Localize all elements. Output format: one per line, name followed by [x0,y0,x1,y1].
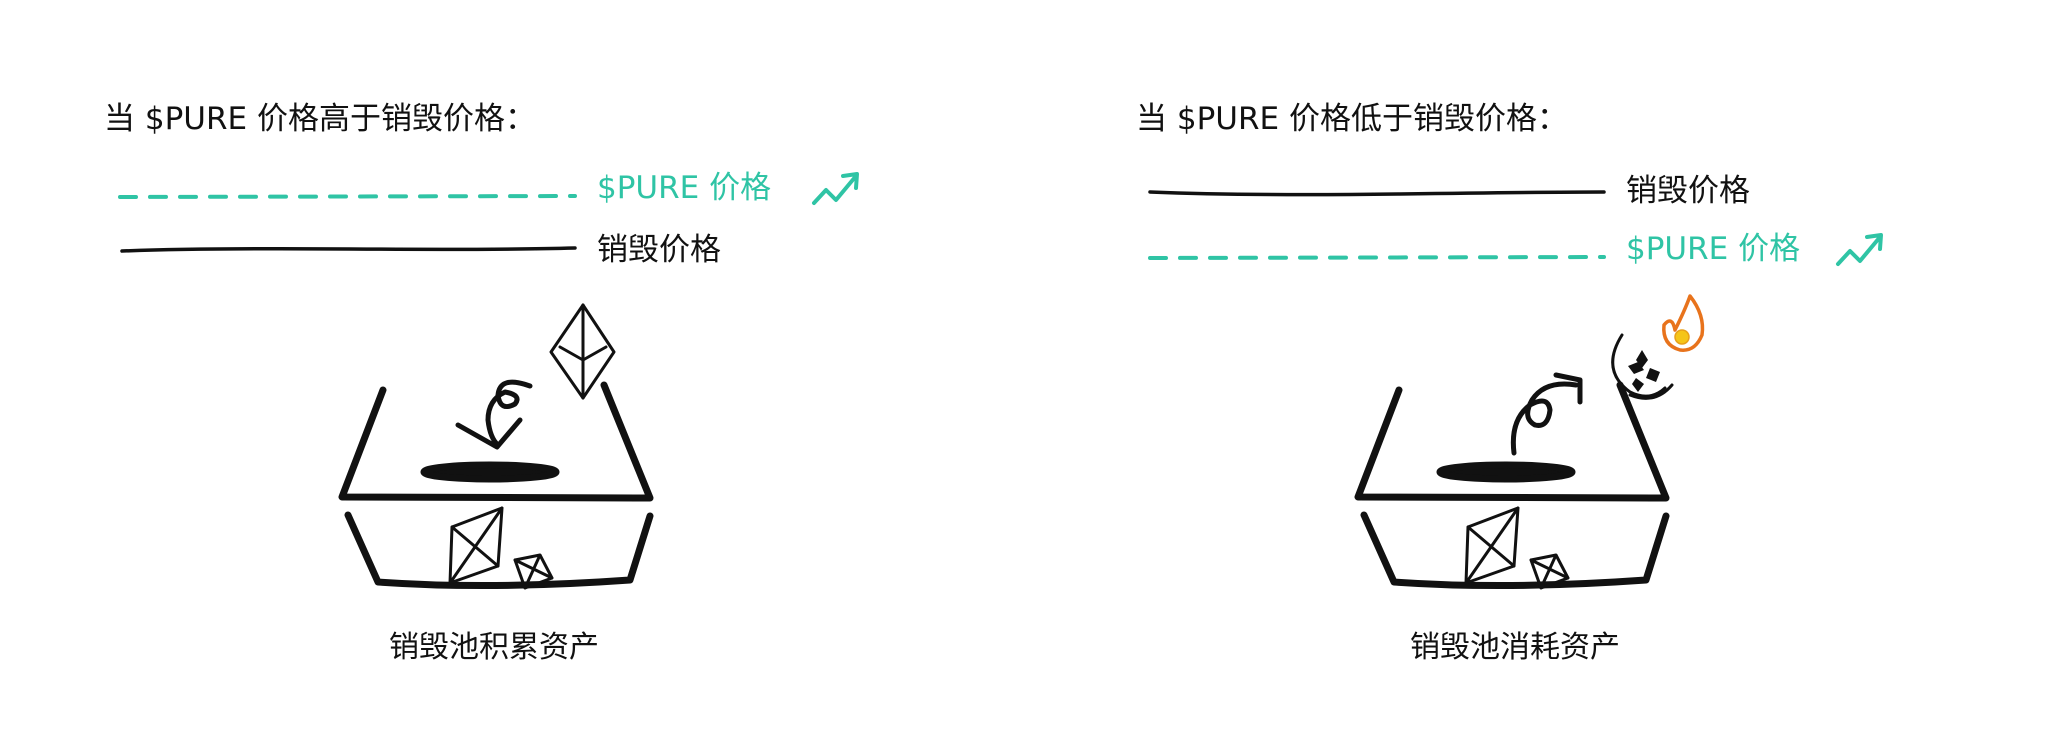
trend-up-icon [1836,233,1883,266]
left-caption: 销毁池积累资产 [389,630,599,665]
right-burn-price-label: 销毁价格 [1626,173,1750,209]
right-pure-price-label: $PURE 价格 [1626,231,1801,267]
right-title: 当 $PURE 价格低于销毁价格： [1136,101,1568,137]
pure-price-dashed-line [1148,255,1606,260]
left-burn-price-label: 销毁价格 [597,232,721,268]
trend-up-icon [812,172,859,205]
burn-price-line [120,246,577,253]
burn-pool-box [1354,381,1670,590]
eth-asset-icon [1464,506,1570,590]
curly-down-arrow-icon [455,379,533,450]
curly-up-arrow-icon [1510,372,1583,456]
left-pure-price-label: $PURE 价格 [597,170,772,206]
burn-price-line [1148,190,1606,197]
eth-asset-icon [448,506,554,590]
burn-pool-box [338,381,654,590]
eth-diamond-icon [549,303,616,400]
burning-coin-icon [1611,294,1705,400]
left-title: 当 $PURE 价格高于销毁价格： [104,101,536,137]
pure-price-dashed-line [118,194,577,199]
right-caption: 销毁池消耗资产 [1410,630,1620,665]
